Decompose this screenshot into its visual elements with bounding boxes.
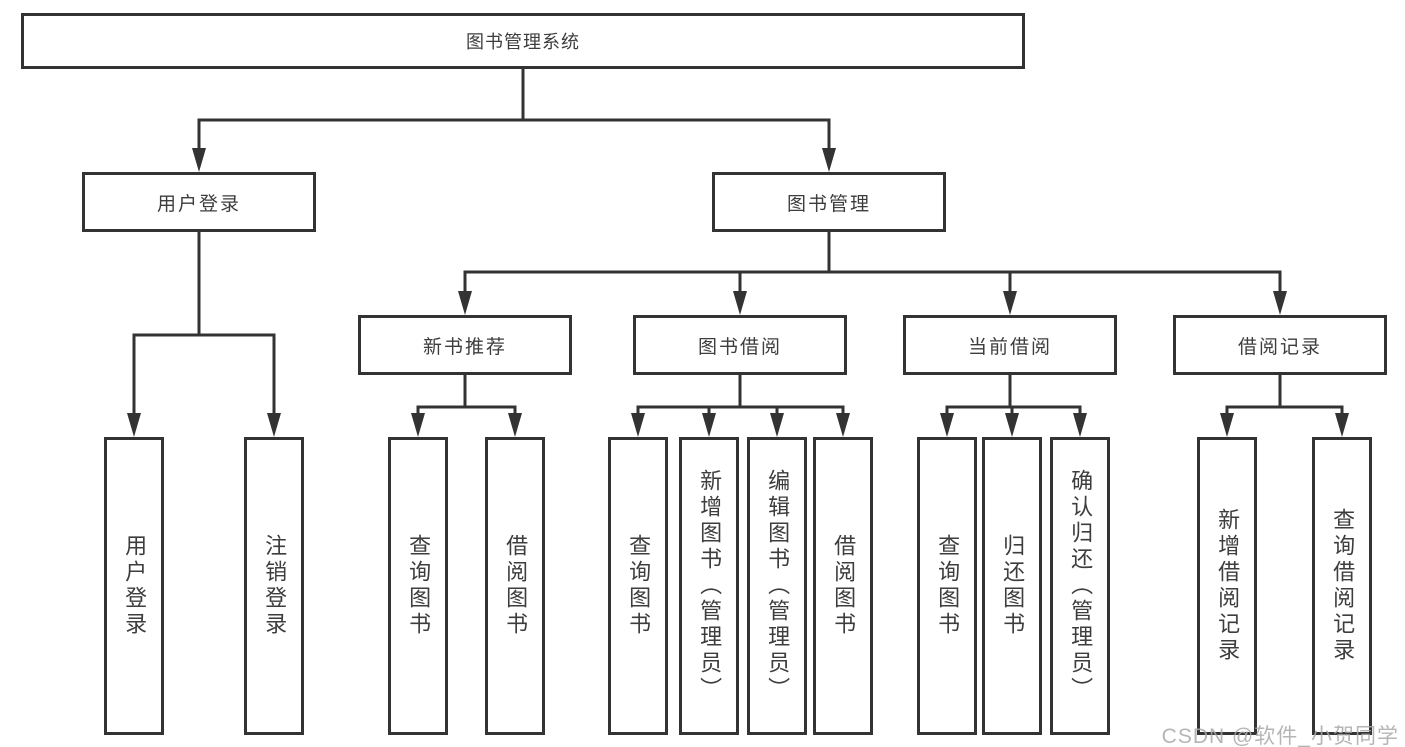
arrowhead-icon bbox=[1220, 413, 1234, 437]
arrowhead-icon bbox=[702, 413, 716, 437]
arrowheads bbox=[127, 148, 1349, 437]
borrow-record-box: 借阅记录 bbox=[1173, 315, 1387, 375]
current-borrow-box: 当前借阅 bbox=[903, 315, 1117, 375]
leaf-logout-box: 注销登录 bbox=[244, 437, 304, 735]
arrowhead-icon bbox=[411, 413, 425, 437]
arrowhead-icon bbox=[267, 413, 281, 437]
arrowhead-icon bbox=[508, 413, 522, 437]
current-confirm-return-box: 确认归还（管理员） bbox=[1050, 437, 1110, 735]
arrowhead-icon bbox=[1005, 413, 1019, 437]
new-book-recommend-box: 新书推荐 bbox=[358, 315, 572, 375]
arrowhead-icon bbox=[733, 291, 747, 315]
current-query-books-box: 查询图书 bbox=[917, 437, 977, 735]
arrowhead-icon bbox=[1273, 291, 1287, 315]
recommend-borrow-books-box: 借阅图书 bbox=[485, 437, 545, 735]
leaf-user-login-box: 用户登录 bbox=[104, 437, 164, 735]
recommend-query-books-box: 查询图书 bbox=[388, 437, 448, 735]
record-query-record-box: 查询借阅记录 bbox=[1312, 437, 1372, 735]
arrowhead-icon bbox=[940, 413, 954, 437]
book-borrow-box: 图书借阅 bbox=[633, 315, 847, 375]
record-add-record-box: 新增借阅记录 bbox=[1197, 437, 1257, 735]
user-login-box: 用户登录 bbox=[82, 172, 316, 232]
arrowhead-icon bbox=[836, 413, 850, 437]
borrow-edit-books-box: 编辑图书（管理员） bbox=[747, 437, 807, 735]
library-management-system-box: 图书管理系统 bbox=[21, 13, 1025, 69]
arrowhead-icon bbox=[1335, 413, 1349, 437]
borrow-borrow-books-box: 借阅图书 bbox=[813, 437, 873, 735]
book-management-box: 图书管理 bbox=[712, 172, 946, 232]
csdn-watermark: CSDN @软件_小贺同学 bbox=[1161, 725, 1399, 747]
arrowhead-icon bbox=[127, 413, 141, 437]
borrow-add-books-box: 新增图书（管理员） bbox=[679, 437, 739, 735]
arrowhead-icon bbox=[770, 413, 784, 437]
arrowhead-icon bbox=[1003, 291, 1017, 315]
arrowhead-icon bbox=[1073, 413, 1087, 437]
arrowhead-icon bbox=[822, 148, 836, 172]
current-return-books-box: 归还图书 bbox=[982, 437, 1042, 735]
borrow-query-books-box: 查询图书 bbox=[608, 437, 668, 735]
arrowhead-icon bbox=[458, 291, 472, 315]
arrowhead-icon bbox=[192, 148, 206, 172]
arrowhead-icon bbox=[631, 413, 645, 437]
